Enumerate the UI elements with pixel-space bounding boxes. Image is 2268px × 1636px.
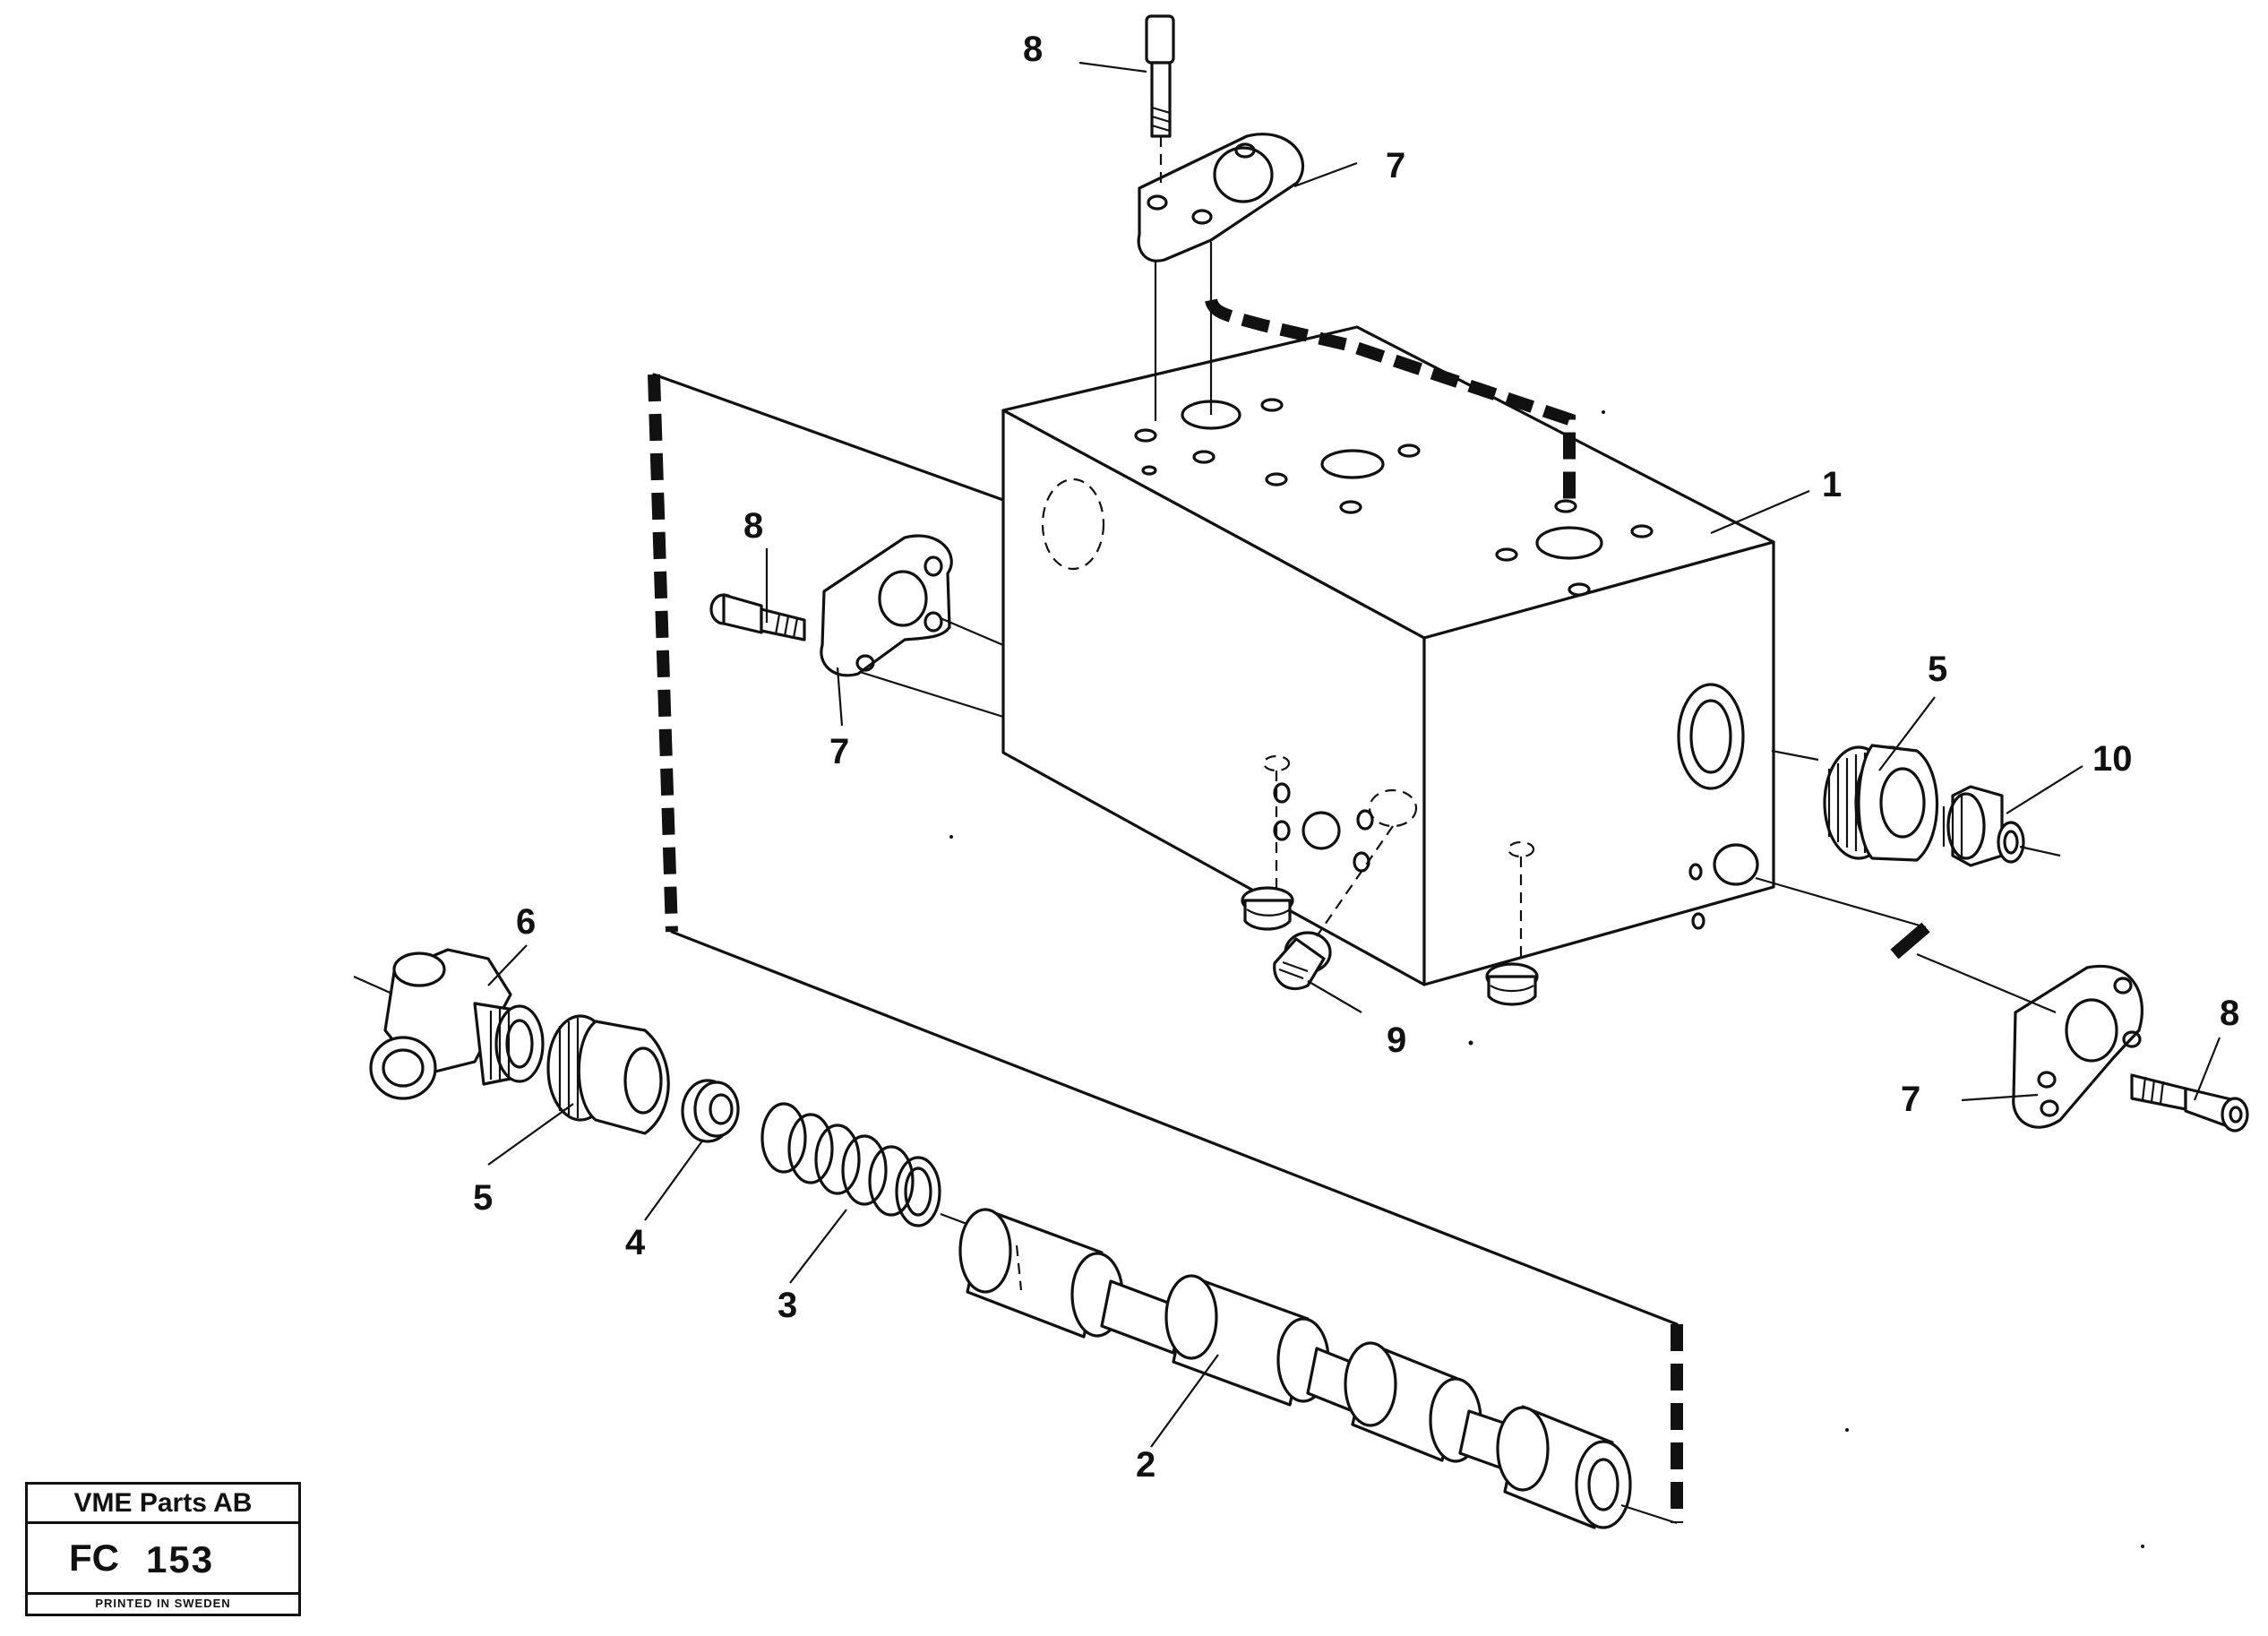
label-part-5-left: 5 bbox=[473, 1178, 493, 1218]
washer bbox=[681, 1079, 740, 1143]
spool bbox=[940, 1208, 1678, 1529]
top-screw bbox=[1145, 14, 1175, 188]
label-part-7-left: 7 bbox=[829, 732, 849, 771]
right-nipple bbox=[1942, 785, 2061, 867]
label-part-8-right: 8 bbox=[2220, 994, 2239, 1033]
left-adapter bbox=[546, 1014, 670, 1135]
label-part-5-right: 5 bbox=[1928, 650, 1947, 689]
leader-lines bbox=[487, 61, 2221, 1448]
plugs bbox=[1241, 825, 1539, 1006]
title-block: VME Parts AB FC 153 PRINTED IN SWEDEN bbox=[25, 1482, 301, 1616]
valve-body bbox=[1001, 297, 1775, 986]
figure-number: 153 bbox=[146, 1538, 215, 1580]
label-part-2: 2 bbox=[1136, 1445, 1155, 1485]
label-part-9: 9 bbox=[1387, 1020, 1406, 1060]
label-part-8-left: 8 bbox=[743, 506, 763, 546]
label-part-7-top: 7 bbox=[1386, 146, 1405, 185]
left-screw bbox=[709, 593, 806, 641]
printed-in-note: PRINTED IN SWEDEN bbox=[28, 1592, 298, 1614]
company-name: VME Parts AB bbox=[28, 1485, 298, 1524]
label-part-1: 1 bbox=[1822, 465, 1842, 504]
spring bbox=[760, 1102, 941, 1227]
figure-code: FC bbox=[69, 1537, 119, 1579]
left-flange bbox=[820, 534, 1004, 719]
right-flange bbox=[1755, 876, 2143, 1129]
label-part-8-top: 8 bbox=[1023, 30, 1043, 69]
right-adapter bbox=[1771, 744, 1938, 862]
label-part-7-right: 7 bbox=[1901, 1080, 1920, 1119]
label-part-4: 4 bbox=[625, 1223, 646, 1262]
right-screw bbox=[2130, 1073, 2249, 1132]
assembly-boundary bbox=[648, 373, 1683, 1523]
label-part-3: 3 bbox=[777, 1286, 797, 1325]
top-flange bbox=[1137, 133, 1305, 421]
label-part-6: 6 bbox=[516, 902, 536, 942]
tee-fitting bbox=[353, 948, 545, 1100]
label-part-10: 10 bbox=[2092, 739, 2133, 779]
part-labels: 8 7 1 8 7 5 10 6 9 8 7 5 4 3 2 bbox=[473, 30, 2239, 1485]
